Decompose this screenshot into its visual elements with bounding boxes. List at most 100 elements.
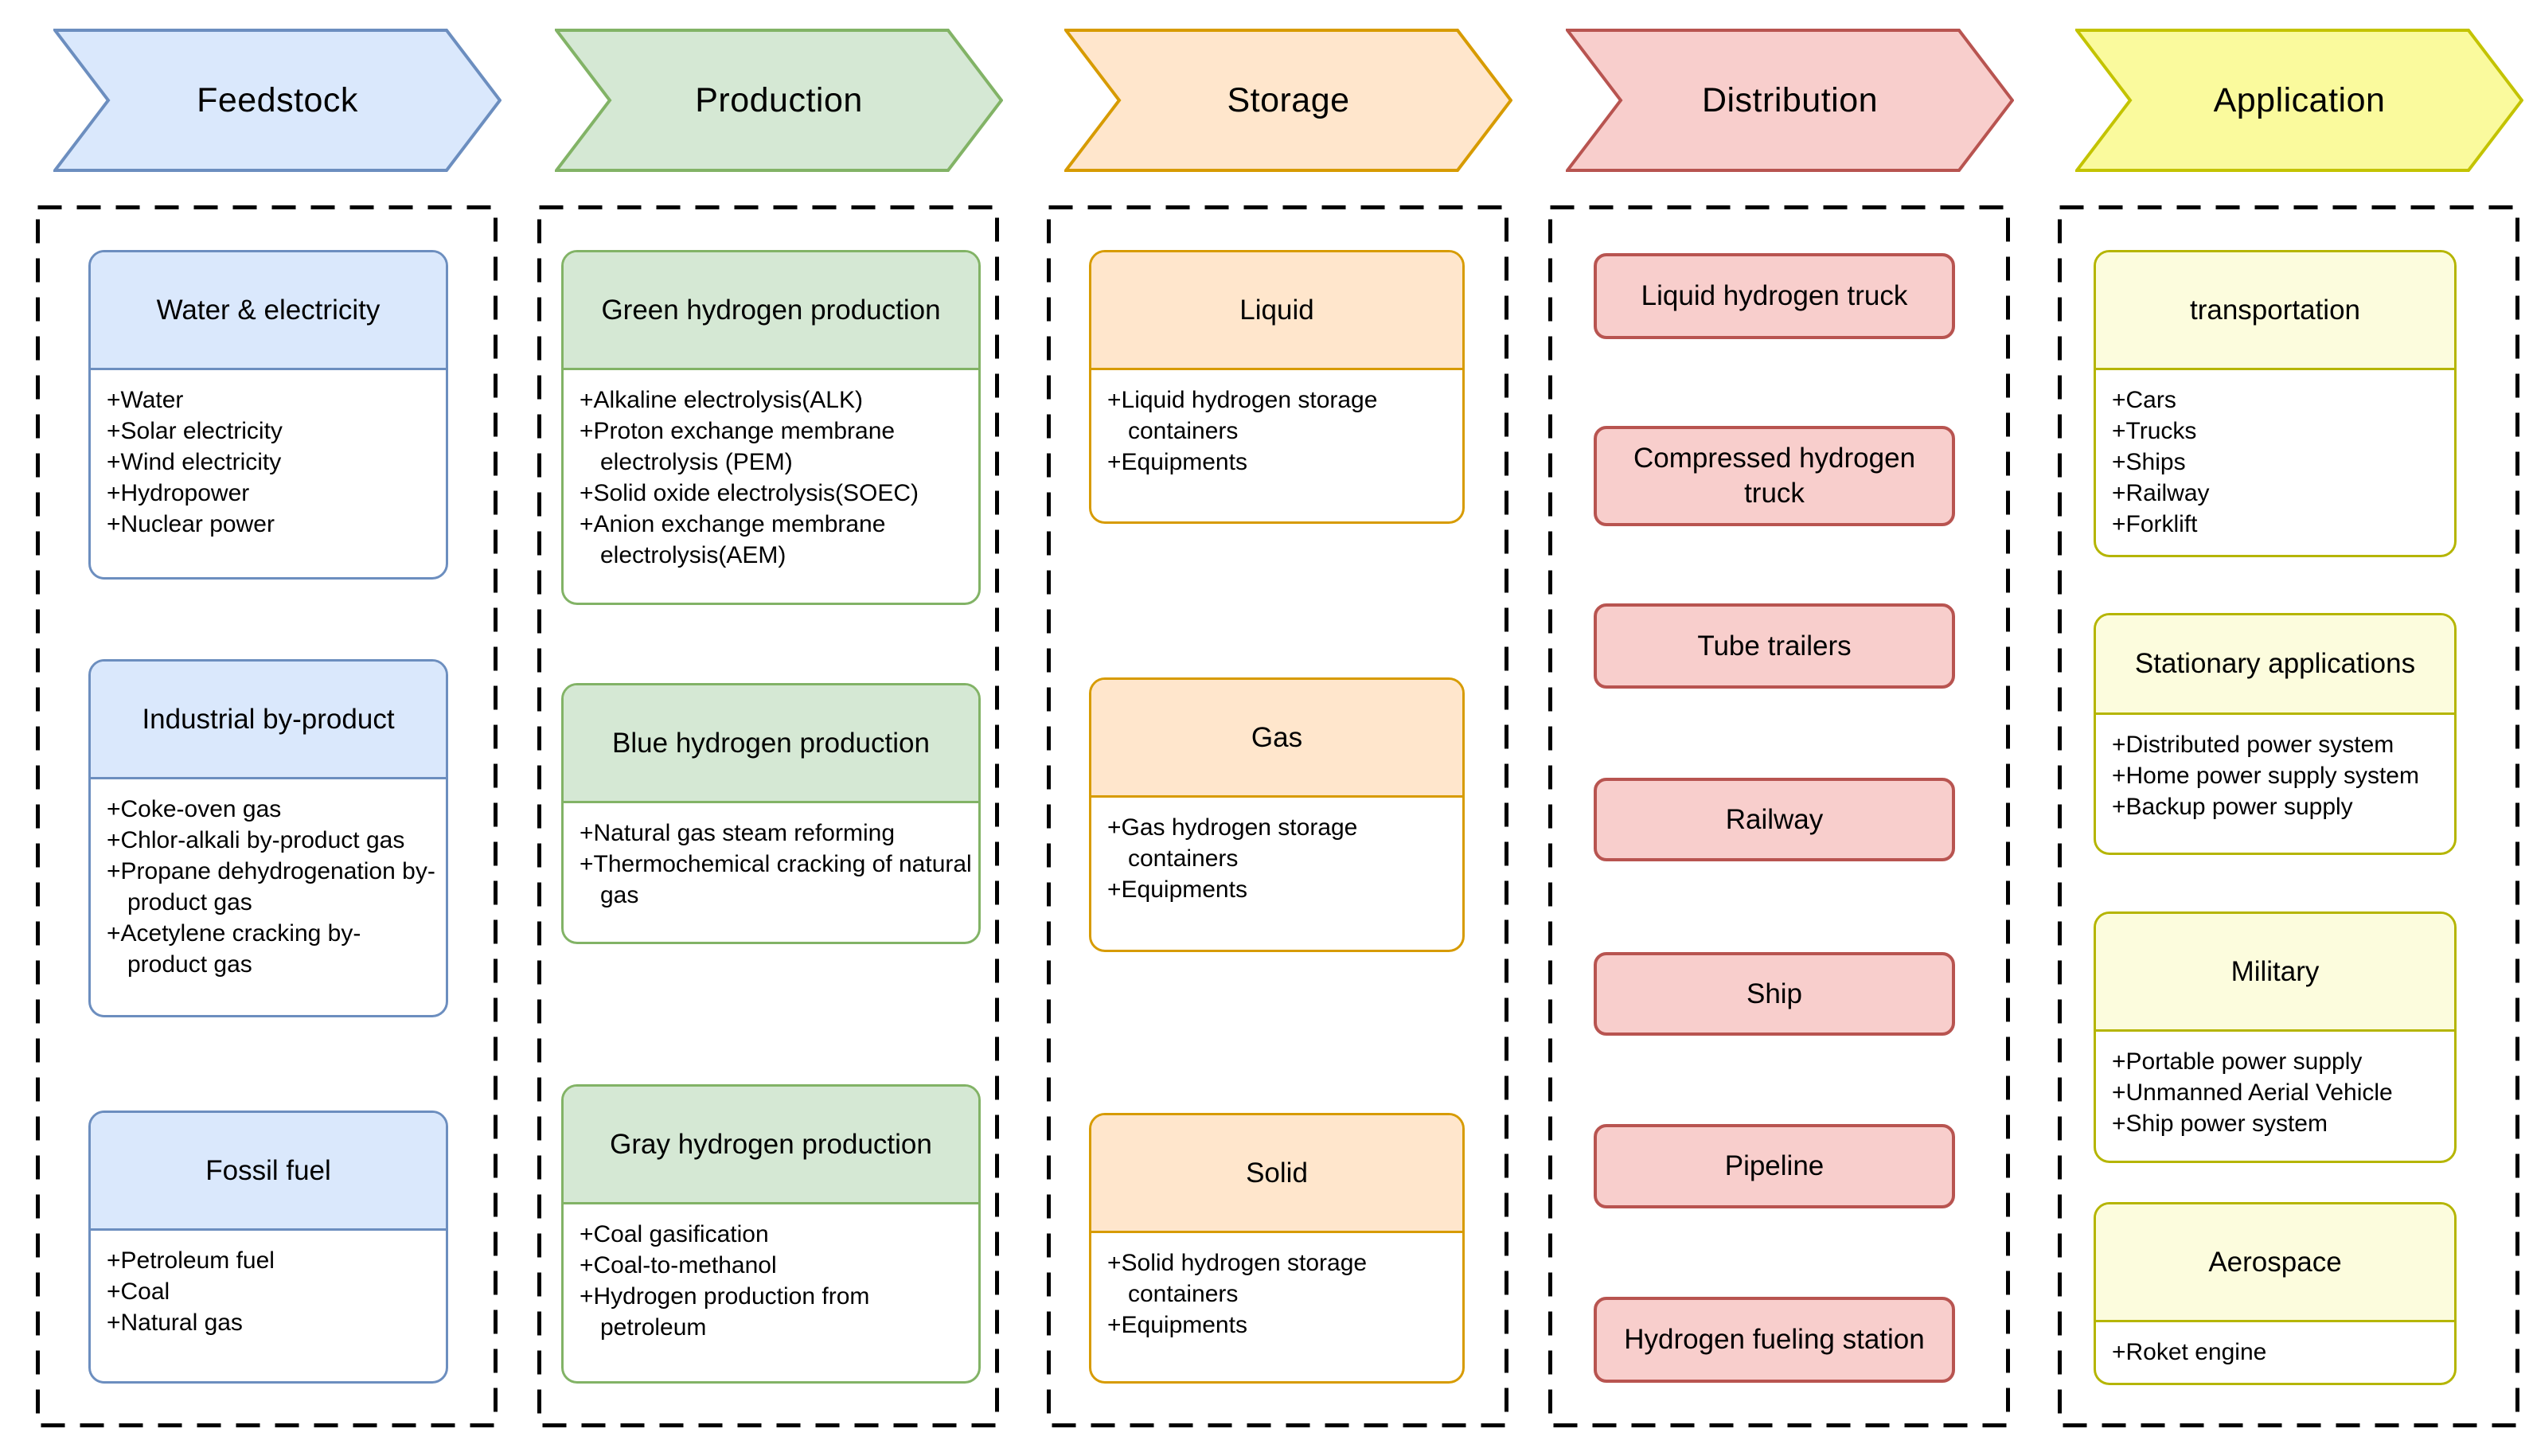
chevron-arrow-icon — [1566, 29, 2014, 172]
card-items: +Portable power supply +Unmanned Aerial … — [2096, 1032, 2454, 1139]
list-item: +Coal-to-methanol — [580, 1252, 777, 1278]
dashed-border — [1548, 205, 2010, 1427]
card-items: +Natural gas steam reforming +Thermochem… — [564, 803, 978, 911]
list-item: +Natural gas — [107, 1310, 243, 1336]
card-items: +Cars +Trucks +Ships +Railway +Forklift — [2096, 370, 2454, 540]
card-items: +Coal gasification +Coal-to-methanol +Hy… — [564, 1204, 978, 1343]
distribution-group-box: Liquid hydrogen truck Compressed hydroge… — [1548, 205, 2010, 1427]
dashed-border — [2058, 205, 2519, 1427]
card-blue-hydrogen: Blue hydrogen production +Natural gas st… — [561, 683, 981, 944]
arrow-shape — [53, 29, 502, 172]
card-title-text: Solid — [1246, 1157, 1308, 1189]
list-item: +Unmanned Aerial Vehicle — [2112, 1079, 2393, 1106]
stage-label-storage: Storage — [1227, 80, 1350, 119]
card-title-text: Gray hydrogen production — [610, 1128, 932, 1160]
storage-group-box: Liquid +Liquid hydrogen storage containe… — [1047, 205, 1508, 1427]
dashed-border — [537, 205, 999, 1427]
pill-label: Railway — [1725, 803, 1824, 835]
card-title-text: Liquid — [1239, 294, 1314, 326]
pill-label: Tube trailers — [1697, 630, 1852, 662]
card-title-text: Military — [2230, 955, 2320, 987]
card-title: Water & electricity — [91, 252, 446, 370]
card-title: Gas — [1091, 680, 1462, 798]
card-title-text: Industrial by-product — [142, 703, 395, 735]
card-items: +Petroleum fuel +Coal +Natural gas — [91, 1231, 446, 1338]
list-item: +Forklift — [2112, 511, 2198, 537]
card-green-hydrogen: Green hydrogen production +Alkaline elec… — [561, 250, 981, 605]
card-items: +Water +Solar electricity +Wind electric… — [91, 370, 446, 540]
card-title-text: Green hydrogen production — [601, 294, 941, 326]
dashed-rect — [537, 205, 999, 1427]
production-group-box: Green hydrogen production +Alkaline elec… — [537, 205, 999, 1427]
pill-railway: Railway — [1594, 778, 1955, 861]
card-title: Stationary applications — [2096, 615, 2454, 715]
list-item: +Hydrogen production from petroleum — [580, 1283, 870, 1341]
list-item: +Coal — [107, 1278, 170, 1305]
chevron-arrow-icon — [1064, 29, 1512, 172]
card-items: +Solid hydrogen storage containers +Equi… — [1091, 1233, 1462, 1341]
card-title: Solid — [1091, 1115, 1462, 1233]
stage-arrow-feedstock: Feedstock — [53, 29, 502, 172]
card-aerospace: Aerospace +Roket engine — [2094, 1202, 2457, 1385]
application-group-box: transportation +Cars +Trucks +Ships +Rai… — [2058, 205, 2519, 1427]
card-items: +Roket engine — [2096, 1322, 2454, 1368]
dashed-rect — [36, 205, 498, 1427]
column-application: Application transportation +Cars +Trucks… — [2058, 0, 2523, 1456]
list-item: +Ships — [2112, 449, 2186, 475]
card-liquid-storage: Liquid +Liquid hydrogen storage containe… — [1089, 250, 1465, 524]
card-title-text: Aerospace — [2208, 1246, 2342, 1278]
card-title: Industrial by-product — [91, 662, 446, 779]
chevron-arrow-icon — [555, 29, 1003, 172]
pill-compressed-hydrogen-truck: Compressed hydrogen truck — [1594, 426, 1955, 526]
list-item: +Wind electricity — [107, 449, 282, 475]
list-item: +Roket engine — [2112, 1339, 2267, 1365]
card-title-text: Water & electricity — [156, 294, 381, 326]
pill-pipeline: Pipeline — [1594, 1124, 1955, 1208]
card-industrial-by-product: Industrial by-product +Coke-oven gas +Ch… — [88, 659, 448, 1017]
card-items: +Alkaline electrolysis(ALK) +Proton exch… — [564, 370, 978, 571]
pill-tube-trailers: Tube trailers — [1594, 603, 1955, 689]
list-item: +Railway — [2112, 480, 2210, 506]
dashed-rect — [1548, 205, 2010, 1427]
card-transportation: transportation +Cars +Trucks +Ships +Rai… — [2094, 250, 2457, 557]
card-items: +Gas hydrogen storage containers +Equipm… — [1091, 798, 1462, 905]
list-item: +Solid oxide electrolysis(SOEC) — [580, 480, 919, 506]
card-title: Aerospace — [2096, 1204, 2454, 1322]
card-items: +Coke-oven gas +Chlor-alkali by-product … — [91, 779, 446, 980]
arrow-shape — [1064, 29, 1512, 172]
list-item: +Cars — [2112, 387, 2176, 413]
dashed-rect — [1047, 205, 1508, 1427]
list-item: +Coke-oven gas — [107, 796, 282, 822]
list-item: +Chlor-alkali by-product gas — [107, 827, 405, 853]
list-item: +Distributed power system — [2112, 732, 2394, 758]
list-item: +Solid hydrogen storage containers — [1107, 1250, 1368, 1307]
list-item: +Equipments — [1107, 449, 1247, 475]
card-title: Blue hydrogen production — [564, 685, 978, 803]
list-item: +Coal gasification — [580, 1221, 769, 1247]
pill-liquid-hydrogen-truck: Liquid hydrogen truck — [1594, 253, 1955, 339]
list-item: +Hydropower — [107, 480, 250, 506]
dashed-border — [36, 205, 498, 1427]
dashed-rect — [2058, 205, 2519, 1427]
card-title: transportation — [2096, 252, 2454, 370]
list-item: +Trucks — [2112, 418, 2197, 444]
card-water-electricity: Water & electricity +Water +Solar electr… — [88, 250, 448, 580]
column-distribution: Distribution Liquid hydrogen truck Compr… — [1548, 0, 2014, 1456]
card-stationary-applications: Stationary applications +Distributed pow… — [2094, 613, 2457, 855]
card-items: +Liquid hydrogen storage containers +Equ… — [1091, 370, 1462, 478]
list-item: +Nuclear power — [107, 511, 275, 537]
card-title-text: transportation — [2189, 294, 2361, 326]
dashed-border — [1047, 205, 1508, 1427]
pill-label: Hydrogen fueling station — [1624, 1324, 1925, 1355]
stage-label-distribution: Distribution — [1701, 80, 1879, 119]
list-item: +Liquid hydrogen storage containers — [1107, 387, 1378, 444]
stage-arrow-production: Production — [555, 29, 1003, 172]
chevron-arrow-icon — [2075, 29, 2523, 172]
list-item: +Equipments — [1107, 876, 1247, 903]
list-item: +Alkaline electrolysis(ALK) — [580, 387, 863, 413]
pill-label: Pipeline — [1724, 1150, 1825, 1181]
card-title: Military — [2096, 914, 2454, 1032]
pill-ship: Ship — [1594, 952, 1955, 1036]
column-feedstock: Feedstock Water & electricity +Water +So… — [36, 0, 502, 1456]
stage-label-feedstock: Feedstock — [197, 80, 358, 119]
